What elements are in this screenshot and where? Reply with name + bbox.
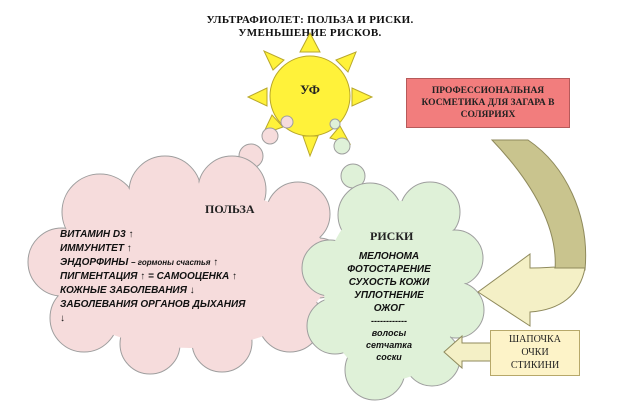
benefit-cloud-fill: [29, 157, 347, 373]
risk-item: ОЖОГ: [373, 303, 405, 314]
risk-item: УПЛОТНЕНИЕ: [354, 290, 424, 301]
benefit-list: ВИТАМИН D3 ↑ ИММУНИТЕТ ↑ ЭНДОРФИНЫ – гор…: [60, 228, 330, 326]
sun-ray: [262, 49, 285, 71]
risk-small-item: волосы: [371, 328, 407, 338]
sun: [269, 55, 351, 137]
protection-item: ОЧКИ: [521, 347, 549, 358]
sun-ray: [335, 51, 357, 73]
benefit-item: ЗАБОЛЕВАНИЯ ОРГАНОВ ДЫХАНИЯ: [60, 299, 246, 310]
benefit-item: ЭНДОРФИНЫ – гормоны счастья ↑: [60, 257, 219, 268]
benefit-item: ↓: [60, 313, 65, 324]
risk-separator: ------------: [371, 316, 407, 326]
title-line-1: УЛЬТРАФИОЛЕТ: ПОЛЬЗА И РИСКИ.: [206, 14, 414, 26]
sun-ray: [299, 31, 321, 53]
sun-ray: [351, 87, 374, 107]
sun-label: УФ: [300, 82, 320, 97]
protection-item: ШАПОЧКА: [509, 334, 561, 345]
sun-ray: [246, 87, 268, 107]
cosmetics-box: ПРОФЕССИОНАЛЬНАЯ КОСМЕТИКА ДЛЯ ЗАГАРА В …: [406, 78, 570, 128]
risk-item: МЕЛОНОМА: [358, 251, 420, 262]
risk-title: РИСКИ: [370, 229, 414, 243]
risk-cloud-fill: [303, 183, 483, 399]
protection-box: ШАПОЧКА ОЧКИ СТИКИНИ: [490, 330, 580, 376]
benefit-item: КОЖНЫЕ ЗАБОЛЕВАНИЯ ↓: [60, 285, 195, 296]
sun-ray: [302, 135, 319, 158]
risk-item: СУХОСТЬ КОЖИ: [348, 277, 430, 288]
risk-thought-bubbles: [329, 118, 366, 189]
protection-item: СТИКИНИ: [510, 360, 560, 371]
cosmetics-label: ПРОФЕССИОНАЛЬНАЯ КОСМЕТИКА ДЛЯ ЗАГАРА В …: [421, 86, 555, 120]
benefit-item: ВИТАМИН D3 ↑: [60, 229, 134, 240]
curved-arrow: [477, 139, 587, 327]
risk-small-item: сетчатка: [366, 340, 412, 350]
benefit-item: ИММУНИТЕТ ↑: [60, 243, 132, 254]
risk-item: ФОТОСТАРЕНИЕ: [347, 264, 431, 275]
risk-list: МЕЛОНОМА ФОТОСТАРЕНИЕ СУХОСТЬ КОЖИ УПЛОТ…: [330, 250, 448, 363]
benefit-item: ПИГМЕНТАЦИЯ ↑ = САМООЦЕНКА ↑: [60, 271, 238, 282]
benefit-title: ПОЛЬЗА: [205, 202, 255, 216]
risk-small-item: соски: [376, 352, 402, 362]
